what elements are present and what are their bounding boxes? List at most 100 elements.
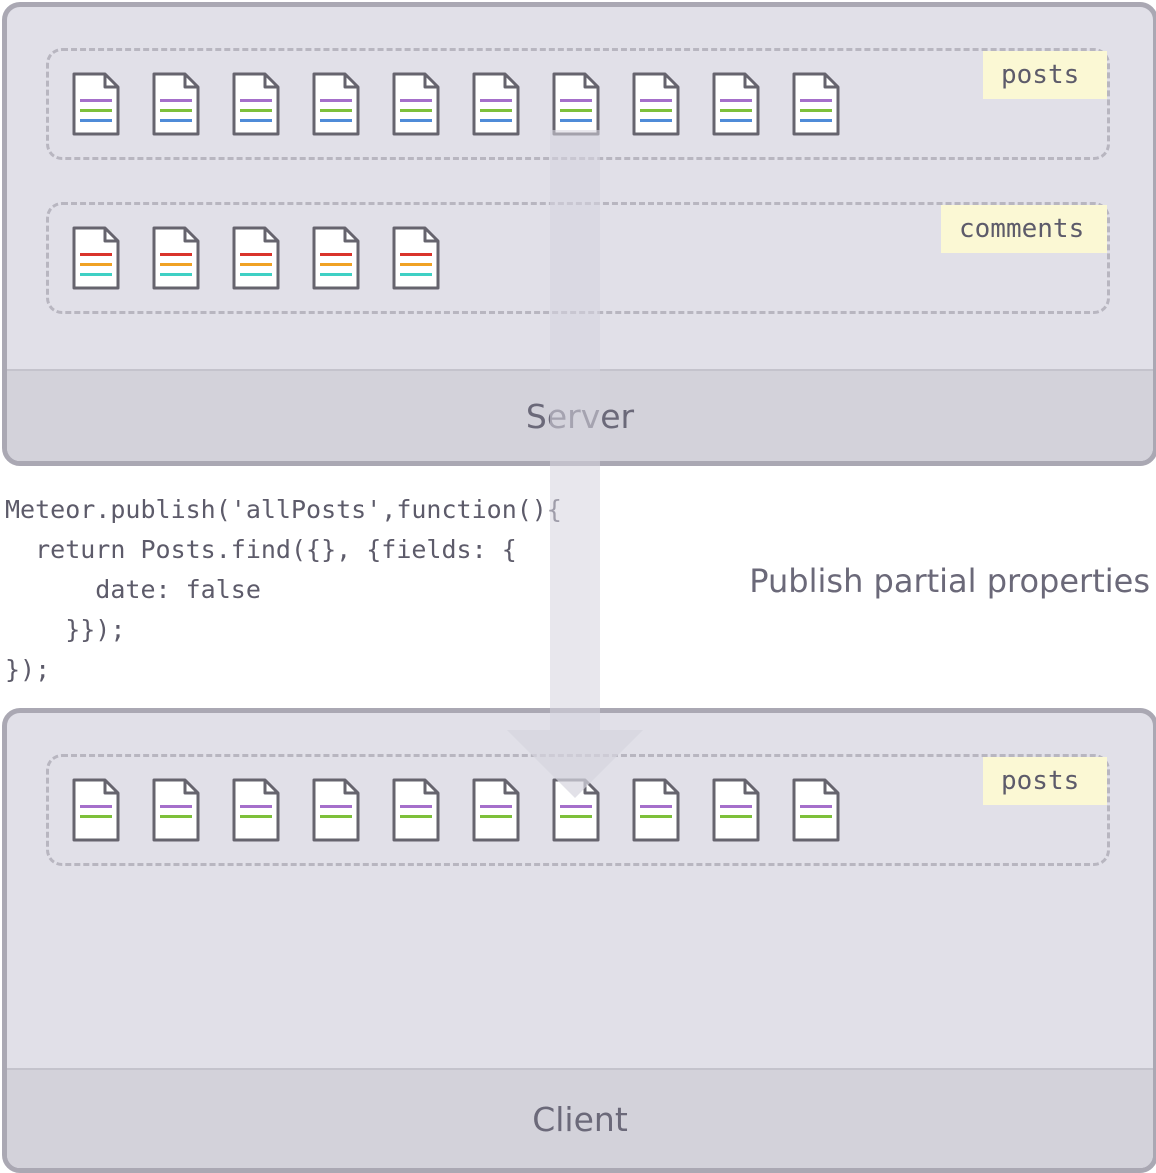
field-line bbox=[800, 99, 832, 102]
field-line bbox=[640, 815, 672, 818]
field-line bbox=[320, 815, 352, 818]
field-line bbox=[80, 119, 112, 122]
field-line bbox=[240, 805, 272, 808]
document-icon bbox=[151, 777, 201, 843]
field-line bbox=[240, 119, 272, 122]
field-line bbox=[160, 109, 192, 112]
field-line bbox=[80, 253, 112, 256]
server-label: Server bbox=[7, 369, 1153, 461]
field-line bbox=[560, 815, 592, 818]
document-icon bbox=[231, 777, 281, 843]
document-icon bbox=[391, 71, 441, 137]
field-line bbox=[720, 109, 752, 112]
client-posts-collection: posts bbox=[46, 754, 1110, 866]
field-line bbox=[800, 805, 832, 808]
field-line bbox=[240, 109, 272, 112]
field-line bbox=[80, 815, 112, 818]
field-line bbox=[720, 119, 752, 122]
field-line bbox=[480, 805, 512, 808]
document-icon bbox=[311, 71, 361, 137]
field-line bbox=[160, 805, 192, 808]
document-icon bbox=[231, 71, 281, 137]
document-icon bbox=[551, 777, 601, 843]
field-line bbox=[400, 119, 432, 122]
field-line bbox=[160, 263, 192, 266]
field-line bbox=[320, 109, 352, 112]
document-icon bbox=[471, 71, 521, 137]
document-list bbox=[71, 71, 871, 137]
field-line bbox=[400, 253, 432, 256]
document-icon bbox=[631, 71, 681, 137]
document-icon bbox=[791, 71, 841, 137]
document-list bbox=[71, 777, 871, 843]
caption: Publish partial properties bbox=[749, 562, 1150, 600]
document-icon bbox=[71, 71, 121, 137]
server-posts-collection: posts bbox=[46, 48, 1110, 160]
collection-label-posts: posts bbox=[983, 51, 1107, 99]
field-line bbox=[560, 805, 592, 808]
field-line bbox=[640, 805, 672, 808]
field-line bbox=[400, 815, 432, 818]
field-line bbox=[640, 109, 672, 112]
field-line bbox=[320, 99, 352, 102]
field-line bbox=[640, 99, 672, 102]
field-line bbox=[160, 815, 192, 818]
field-line bbox=[720, 805, 752, 808]
field-line bbox=[240, 263, 272, 266]
document-icon bbox=[391, 225, 441, 291]
field-line bbox=[800, 119, 832, 122]
document-icon bbox=[391, 777, 441, 843]
field-line bbox=[720, 815, 752, 818]
server-comments-collection: comments bbox=[46, 202, 1110, 314]
field-line bbox=[80, 99, 112, 102]
document-icon bbox=[151, 225, 201, 291]
field-line bbox=[480, 109, 512, 112]
field-line bbox=[160, 99, 192, 102]
field-line bbox=[320, 263, 352, 266]
field-line bbox=[80, 805, 112, 808]
field-line bbox=[80, 263, 112, 266]
publish-code-snippet: Meteor.publish('allPosts',function(){ re… bbox=[5, 495, 562, 684]
client-panel: posts Client bbox=[2, 708, 1156, 1173]
field-line bbox=[320, 273, 352, 276]
field-line bbox=[80, 109, 112, 112]
field-line bbox=[400, 805, 432, 808]
field-line bbox=[240, 99, 272, 102]
field-line bbox=[240, 815, 272, 818]
document-icon bbox=[471, 777, 521, 843]
field-line bbox=[400, 99, 432, 102]
field-line bbox=[560, 119, 592, 122]
field-line bbox=[560, 99, 592, 102]
field-line bbox=[400, 263, 432, 266]
field-line bbox=[160, 253, 192, 256]
document-icon bbox=[151, 71, 201, 137]
field-line bbox=[320, 805, 352, 808]
field-line bbox=[480, 119, 512, 122]
document-icon bbox=[231, 225, 281, 291]
server-panel: posts comments Server bbox=[2, 2, 1156, 466]
field-line bbox=[480, 815, 512, 818]
field-line bbox=[240, 253, 272, 256]
field-line bbox=[480, 99, 512, 102]
collection-label-comments: comments bbox=[941, 205, 1107, 253]
field-line bbox=[720, 99, 752, 102]
field-line bbox=[240, 273, 272, 276]
document-icon bbox=[711, 71, 761, 137]
field-line bbox=[80, 273, 112, 276]
client-label: Client bbox=[7, 1068, 1153, 1168]
field-line bbox=[160, 119, 192, 122]
document-icon bbox=[311, 225, 361, 291]
document-icon bbox=[71, 777, 121, 843]
field-line bbox=[640, 119, 672, 122]
collection-label-posts: posts bbox=[983, 757, 1107, 805]
field-line bbox=[400, 273, 432, 276]
document-icon bbox=[71, 225, 121, 291]
field-line bbox=[160, 273, 192, 276]
field-line bbox=[800, 815, 832, 818]
field-line bbox=[560, 109, 592, 112]
document-icon bbox=[711, 777, 761, 843]
field-line bbox=[320, 119, 352, 122]
document-icon bbox=[311, 777, 361, 843]
field-line bbox=[320, 253, 352, 256]
document-icon bbox=[791, 777, 841, 843]
